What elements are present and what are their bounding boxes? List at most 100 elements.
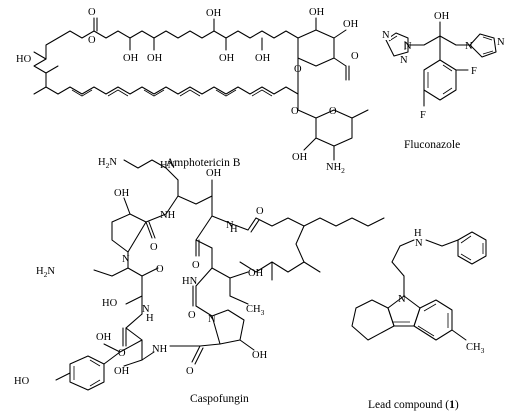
atom-h-casp-2: H bbox=[146, 313, 154, 324]
atom-h2n-top: H2N bbox=[98, 157, 117, 170]
cyclohexane-ring bbox=[351, 299, 395, 341]
carbazole-double-1 bbox=[423, 303, 437, 312]
polyene-double-3 bbox=[143, 89, 165, 97]
fluconazole-caption: Fluconazole bbox=[404, 139, 460, 151]
nh-to-benzyl bbox=[425, 239, 443, 247]
atom-n-pro-2: N bbox=[208, 314, 216, 325]
atom-o-glycoside: O bbox=[291, 106, 299, 117]
caspofungin-structure bbox=[55, 159, 385, 391]
c-to-c bbox=[177, 195, 197, 205]
triazole-left-double-1 bbox=[388, 35, 398, 42]
acid-substituent bbox=[333, 57, 347, 67]
nh-to-carbonyl bbox=[125, 313, 143, 329]
atom-o-5: O bbox=[188, 310, 196, 321]
atom-o-acid: O bbox=[351, 51, 359, 62]
caspofungin-atoms: H2N HN OH OH O NH N H2N O HO N H O OH OH… bbox=[14, 157, 268, 405]
thr-oh-bond bbox=[229, 271, 249, 279]
fatty-acyl-chain bbox=[255, 217, 385, 227]
carbonyl-6 bbox=[191, 345, 201, 363]
methyl-2 bbox=[45, 65, 59, 74]
atom-h2n-side: H2N bbox=[36, 266, 55, 279]
nh-link-1 bbox=[165, 195, 179, 215]
atom-n-4: N bbox=[465, 41, 473, 52]
aminoethyl-2 bbox=[93, 269, 113, 277]
to-amide-carbonyl bbox=[195, 215, 213, 241]
oh-bond-casp-2 bbox=[125, 295, 143, 305]
atom-h-amine: H bbox=[414, 228, 422, 239]
polyene-double-4 bbox=[179, 89, 201, 97]
pro-oh-bond-2 bbox=[239, 339, 255, 351]
atom-o-3: O bbox=[118, 348, 126, 359]
triazole-right-double-2 bbox=[482, 50, 494, 55]
atom-oh-3: OH bbox=[206, 8, 222, 19]
amphotericin-b-structure bbox=[33, 17, 369, 161]
atom-f-2: F bbox=[420, 110, 426, 121]
benzyl-ch2 bbox=[441, 239, 459, 247]
propyl-2 bbox=[391, 245, 401, 263]
homotyr-oh-bond-2 bbox=[103, 343, 121, 353]
atom-oh-4: OH bbox=[219, 53, 235, 64]
amphotericin-b-caption: Amphotericin B bbox=[166, 157, 241, 169]
acyl-carbonyl bbox=[247, 217, 257, 231]
atom-ho-casp: HO bbox=[102, 298, 118, 309]
atom-oh-pro-2: OH bbox=[252, 350, 268, 361]
methyl-branch-1 bbox=[303, 261, 321, 273]
central-to-ch2-right bbox=[439, 35, 457, 46]
lead-compound-atoms: N H N CH3 Lead compound (1) bbox=[368, 228, 485, 411]
atom-oh-homotyr-2: OH bbox=[114, 366, 130, 377]
hydroxyproline-ring-2 bbox=[211, 309, 245, 345]
atom-n-1: N bbox=[382, 30, 390, 41]
carbonyl-6-double bbox=[194, 347, 204, 365]
to-central-c bbox=[423, 35, 441, 46]
atom-f-1: F bbox=[471, 66, 477, 77]
phenol-oh-bond bbox=[55, 372, 71, 381]
pro2-to-carbonyl bbox=[199, 343, 221, 347]
carbazole-double-3 bbox=[417, 325, 435, 337]
c-o-2 bbox=[141, 267, 159, 277]
atom-o-sugar: O bbox=[329, 106, 337, 117]
to-pro-n-2 bbox=[195, 305, 213, 317]
atom-oh-casp-1: OH bbox=[206, 168, 222, 179]
n-bg-1 bbox=[381, 28, 391, 40]
hydroxyproline-ring-1 bbox=[111, 213, 147, 253]
atom-o-acyl: O bbox=[256, 206, 264, 217]
atom-o-ester: O bbox=[88, 35, 96, 46]
aryl-double-2 bbox=[442, 87, 453, 95]
atom-o-carbonyl: O bbox=[88, 7, 96, 18]
pro-carbonyl-double bbox=[148, 221, 156, 239]
atom-oh-7: OH bbox=[343, 19, 359, 30]
atom-ch3-lead: CH3 bbox=[466, 342, 485, 355]
acyl-carbonyl-double bbox=[250, 219, 260, 233]
sugar-oh-bond bbox=[303, 137, 317, 151]
atom-n-amine: N bbox=[415, 238, 423, 249]
polyene-double-1 bbox=[71, 89, 93, 97]
atom-nh-3: NH bbox=[152, 344, 168, 355]
ch3-bond bbox=[451, 329, 467, 341]
polyene-chain bbox=[57, 86, 299, 95]
atom-ch3-thr: CH3 bbox=[246, 304, 265, 317]
glycoside-o-bond bbox=[297, 109, 317, 119]
phenol-ring bbox=[69, 355, 105, 391]
lead-compound-caption: Lead compound (1) bbox=[368, 399, 459, 411]
atom-hn-thr: HN bbox=[182, 276, 198, 287]
atom-nh2: NH2 bbox=[326, 162, 345, 175]
atom-oh-sugar: OH bbox=[292, 152, 308, 163]
to-phenol bbox=[103, 351, 121, 365]
macrocycle-top-chain bbox=[57, 30, 299, 39]
atom-o-4: O bbox=[192, 260, 200, 271]
atom-ho-1: HO bbox=[16, 54, 32, 65]
aryl-double-1 bbox=[442, 64, 453, 72]
atom-o-pro-carbonyl: O bbox=[150, 242, 158, 253]
pyran-ring bbox=[297, 29, 335, 67]
atom-oh-fluc: OH bbox=[434, 11, 450, 22]
polyene-double-5 bbox=[215, 89, 237, 97]
homotyr-oh-bond bbox=[123, 359, 143, 367]
atom-n-casp-2: N bbox=[142, 304, 150, 315]
atom-n-2: N bbox=[400, 55, 408, 66]
atom-oh-homotyr-1: OH bbox=[96, 332, 112, 343]
amide-2 bbox=[195, 239, 213, 249]
atom-oh-2: OH bbox=[147, 53, 163, 64]
fluconazole-atoms: N N N OH N N F F Fluconazole bbox=[381, 11, 505, 151]
benzene-ring bbox=[457, 231, 487, 265]
methyl-1 bbox=[33, 51, 47, 60]
